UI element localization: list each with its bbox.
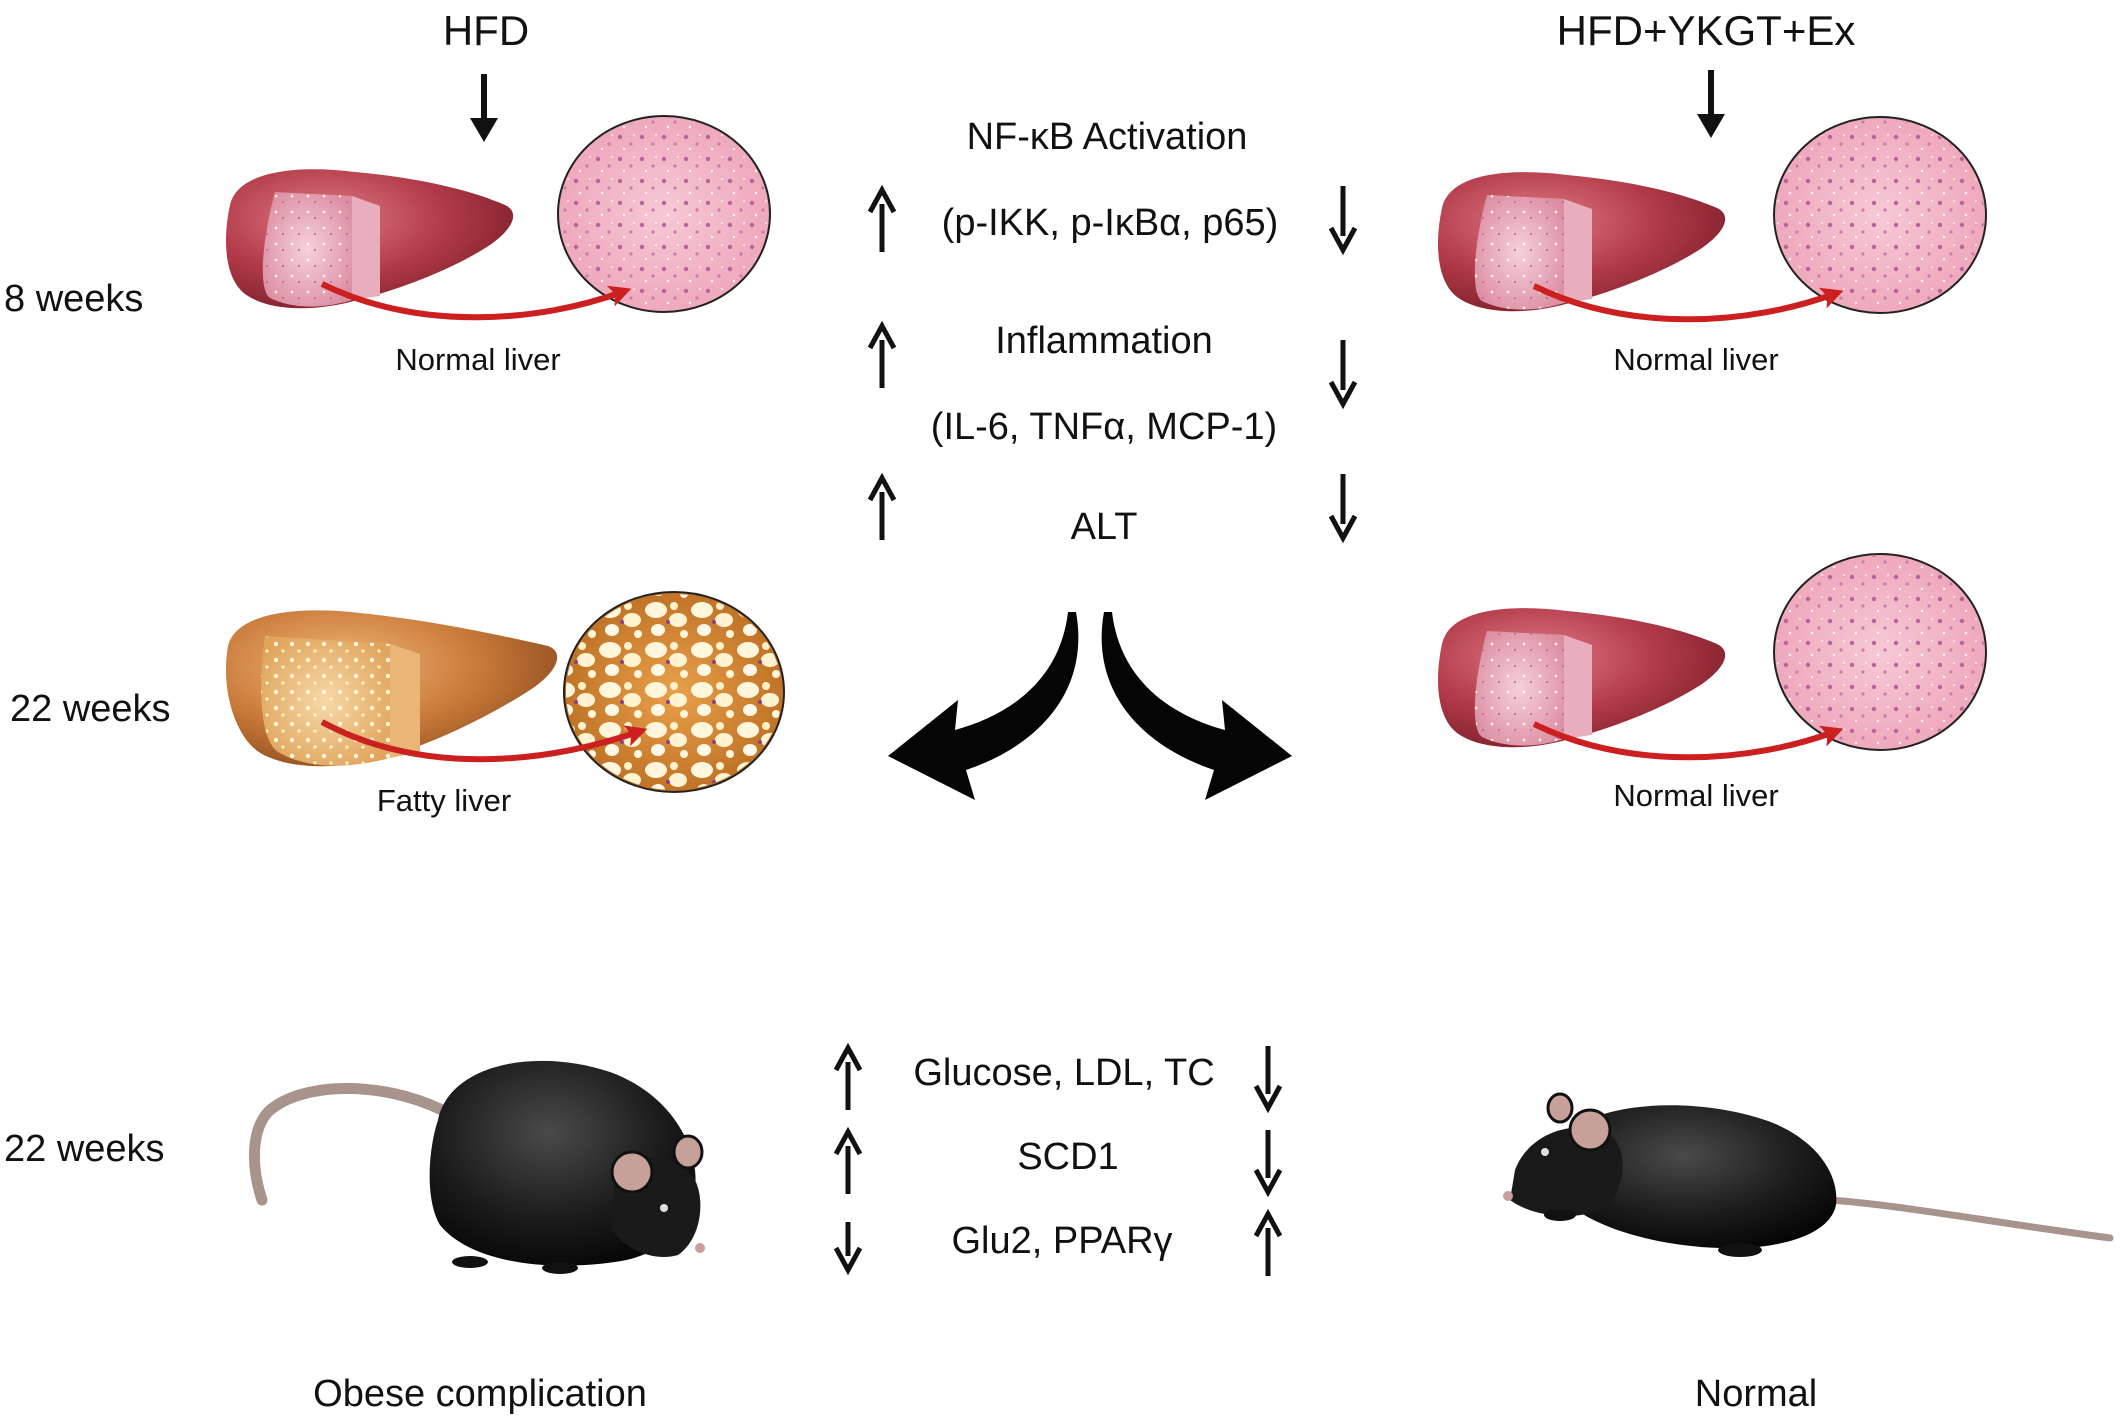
timepoint-8-weeks: 8 weeks xyxy=(4,278,144,320)
timepoint-22-weeks-mouse: 22 weeks xyxy=(4,1128,165,1170)
zoom-arrow-left-8w xyxy=(320,281,632,321)
liver-illustration-right-22w xyxy=(1437,608,1726,748)
liver-label-right-8w: Normal liver xyxy=(1613,342,1779,377)
header-hfd: HFD xyxy=(442,7,530,54)
marker-nfkb-detail: (p-IKK, p-IκBα, p65) xyxy=(941,202,1279,244)
curved-arrow-right-icon xyxy=(1101,612,1292,800)
liver-illustration-left-8w xyxy=(225,169,514,309)
arrow-up-icon xyxy=(833,1126,863,1194)
arrow-up-icon xyxy=(1253,1208,1283,1276)
arrow-down-icon xyxy=(1328,186,1358,256)
zoom-arrow-right-8w xyxy=(1532,283,1844,323)
liver-illustration-right-8w xyxy=(1437,172,1726,312)
liver-label-right-22w: Normal liver xyxy=(1613,778,1779,813)
liver-illustration-left-22w xyxy=(225,610,558,767)
arrow-up-icon xyxy=(867,320,897,388)
marker-scd1: SCD1 xyxy=(1017,1136,1119,1178)
arrow-down-icon xyxy=(1328,474,1358,544)
liver-label-left-8w: Normal liver xyxy=(395,342,561,377)
marker-alt: ALT xyxy=(1070,506,1138,548)
arrow-up-icon xyxy=(833,1042,863,1110)
arrow-down-icon xyxy=(833,1222,863,1276)
zoom-arrow-right-22w xyxy=(1532,721,1844,761)
arrow-up-icon xyxy=(867,184,897,252)
header-hfd-ykgt-ex: HFD+YKGT+Ex xyxy=(1556,7,1856,54)
curved-arrow-left-icon xyxy=(888,612,1079,800)
tissue-circle-right-8w xyxy=(1773,116,1987,314)
arrow-up-icon xyxy=(867,472,897,540)
timepoint-22-weeks-liver: 22 weeks xyxy=(10,688,171,730)
outcome-normal: Normal xyxy=(1694,1373,1818,1415)
header-arrow-right xyxy=(1697,70,1725,138)
tissue-circle-left-22w xyxy=(563,591,785,793)
arrow-down-icon xyxy=(1253,1130,1283,1198)
arrow-down-icon xyxy=(1328,340,1358,410)
arrow-down-icon xyxy=(1253,1046,1283,1114)
tissue-circle-right-22w xyxy=(1773,553,1987,751)
header-arrow-left xyxy=(470,74,498,142)
outcome-obese-complication: Obese complication xyxy=(313,1373,647,1415)
normal-mouse-illustration xyxy=(1503,1092,2114,1257)
marker-nfkb-title: NF-κB Activation xyxy=(966,116,1248,158)
obese-mouse-illustration xyxy=(249,1060,705,1274)
marker-glucose-ldl-tc: Glucose, LDL, TC xyxy=(913,1052,1215,1094)
marker-inflammation-detail: (IL-6, TNFα, MCP-1) xyxy=(930,406,1278,448)
zoom-arrow-left-22w xyxy=(320,719,648,763)
liver-label-left-22w: Fatty liver xyxy=(376,783,512,818)
marker-glu2-ppar: Glu2, PPARγ xyxy=(951,1220,1173,1262)
tissue-circle-left-8w xyxy=(557,115,771,313)
marker-inflammation-title: Inflammation xyxy=(995,320,1213,362)
